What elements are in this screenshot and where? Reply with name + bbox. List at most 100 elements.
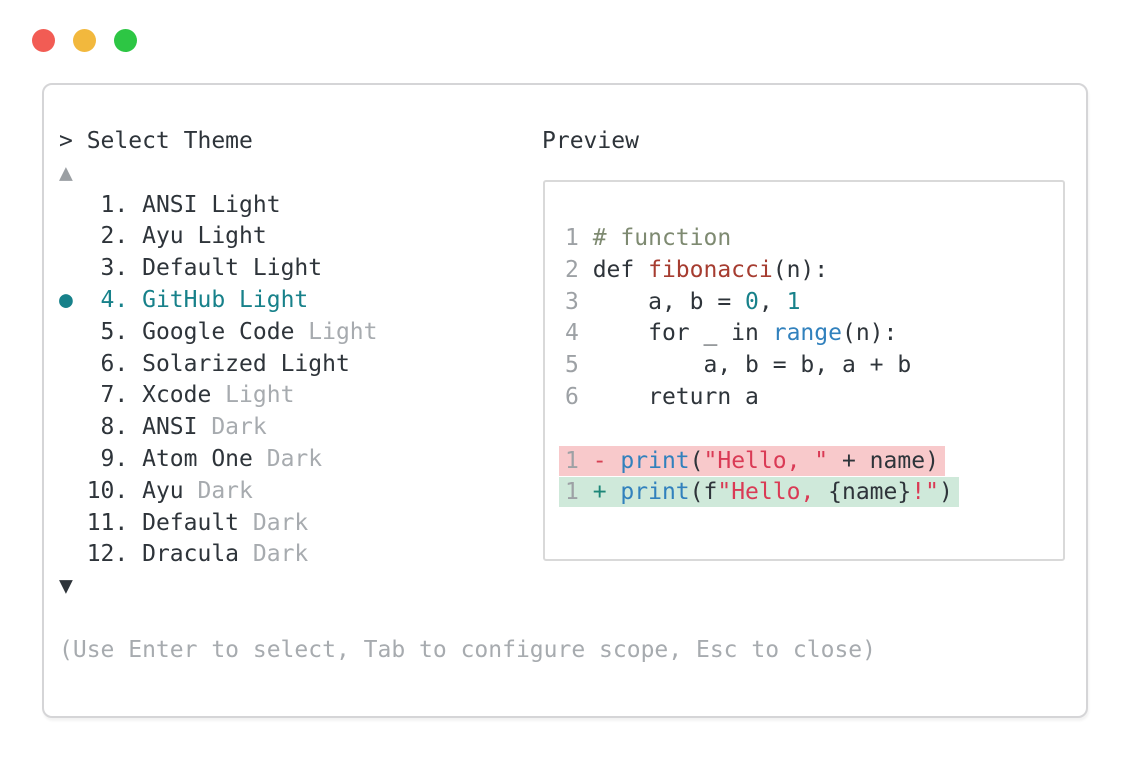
theme-option-label: 1. ANSI Light <box>86 191 281 218</box>
code-token: 0 <box>745 288 759 315</box>
code-token: + <box>592 479 621 506</box>
theme-list: 1. ANSI Light 2. Ayu Light 3. Default Li… <box>59 190 876 572</box>
line-number: 3 <box>565 288 593 315</box>
diff-removed-highlight: 1 - print("Hello, " + name) <box>559 445 945 476</box>
code-token: ( <box>689 447 704 474</box>
theme-variant-label: Dark <box>239 509 309 536</box>
theme-option-label: 11. Default <box>86 509 240 536</box>
theme-variant-label: Light <box>294 318 378 345</box>
theme-option-8[interactable]: 8. ANSI Dark <box>59 412 876 444</box>
line-number: 5 <box>565 352 593 379</box>
code-token: print <box>620 479 690 506</box>
theme-option-12[interactable]: 12. Dracula Dark <box>59 539 876 571</box>
theme-variant-label: Dark <box>183 477 253 504</box>
theme-option-7[interactable]: 7. Xcode Light <box>59 380 876 412</box>
code-token: for _ in <box>592 320 773 347</box>
theme-option-11[interactable]: 11. Default Dark <box>59 508 876 540</box>
code-token: def <box>592 256 649 283</box>
zoom-button[interactable] <box>114 29 137 52</box>
preview-label: Preview <box>542 128 639 154</box>
selected-indicator-icon: ● <box>59 286 87 313</box>
scroll-up-icon[interactable]: ▲ <box>59 159 73 186</box>
code-token: # function <box>592 225 732 251</box>
theme-option-label: 9. Atom One <box>86 445 253 472</box>
prompt: > Select Theme <box>59 128 253 154</box>
code-token: + name) <box>828 447 939 474</box>
theme-option-1[interactable]: 1. ANSI Light <box>59 190 876 222</box>
line-number: 2 <box>565 256 593 283</box>
code-line: 3 a, b = 0, 1 <box>565 287 959 319</box>
theme-option-label: 10. Ayu <box>86 477 184 504</box>
marker-space <box>59 414 87 440</box>
code-line: 6 return a <box>565 382 959 414</box>
scroll-down-icon[interactable]: ▼ <box>59 573 73 600</box>
code-token: (n): <box>841 320 898 347</box>
theme-variant-label: Dark <box>239 541 309 568</box>
code-token: (n): <box>772 256 829 283</box>
terminal-content: > Select Theme ▲ 1. ANSI Light 2. Ayu Li… <box>59 126 876 667</box>
code-token: return a <box>592 383 759 410</box>
marker-space <box>59 192 87 218</box>
code-token: - <box>592 447 621 474</box>
marker-space <box>59 446 87 472</box>
theme-variant-label: Dark <box>197 414 267 441</box>
code-token: print <box>620 447 690 474</box>
marker-space <box>59 541 87 567</box>
theme-option-3[interactable]: 3. Default Light <box>59 253 876 285</box>
code-token: "Hello, " <box>703 447 829 474</box>
diff-removed-line: 1 - print("Hello, " + name) <box>559 445 959 478</box>
theme-option-2[interactable]: 2. Ayu Light <box>59 221 876 253</box>
code-line: 5 a, b = b, a + b <box>565 350 959 382</box>
code-token: !" <box>911 479 939 506</box>
theme-option-label: 5. Google Code <box>86 318 295 345</box>
code-line: 1 # function <box>565 223 959 255</box>
theme-option-6[interactable]: 6. Solarized Light <box>59 349 876 381</box>
code-token: ) <box>938 479 953 506</box>
line-number: 1 <box>565 225 593 251</box>
code-token: (f <box>689 479 718 506</box>
diff-added-highlight: 1 + print(f"Hello, {name}!") <box>559 477 959 508</box>
window-controls <box>32 29 137 52</box>
marker-space <box>59 319 87 345</box>
code-line: 2 def fibonacci(n): <box>565 255 959 287</box>
code-line: 4 for _ in range(n): <box>565 318 959 350</box>
theme-option-label: 7. Xcode <box>86 382 212 409</box>
theme-option-label: 2. Ayu Light <box>86 223 267 250</box>
marker-space <box>59 223 87 249</box>
code-token: , <box>758 288 787 315</box>
theme-option-label: 3. Default Light <box>86 255 323 282</box>
theme-picker-window: > Select Theme ▲ 1. ANSI Light 2. Ayu Li… <box>42 83 1088 718</box>
theme-option-label: 4. GitHub Light <box>86 286 309 313</box>
code-token: a, b = b, a + b <box>592 352 912 379</box>
theme-option-label: 6. Solarized Light <box>86 350 350 377</box>
theme-option-4[interactable]: ● 4. GitHub Light <box>59 285 876 317</box>
code-token: "Hello, <box>717 479 829 506</box>
marker-space <box>59 351 87 377</box>
theme-option-label: 12. Dracula <box>86 541 240 568</box>
marker-space <box>59 382 87 408</box>
line-number: 1 <box>565 479 593 506</box>
diff-added-line: 1 + print(f"Hello, {name}!") <box>559 477 959 509</box>
code-token: 1 <box>786 288 801 315</box>
theme-option-9[interactable]: 9. Atom One Dark <box>59 444 876 476</box>
theme-option-5[interactable]: 5. Google Code Light <box>59 317 876 349</box>
theme-option-label: 8. ANSI <box>86 414 198 441</box>
theme-variant-label: Light <box>211 382 295 409</box>
spacer-line <box>59 603 876 635</box>
marker-space <box>59 478 87 504</box>
minimize-button[interactable] <box>73 29 96 52</box>
line-number: 4 <box>565 320 593 347</box>
code-token: a, b = <box>592 288 746 315</box>
marker-space <box>59 510 87 536</box>
theme-option-10[interactable]: 10. Ayu Dark <box>59 476 876 508</box>
line-number: 1 <box>565 447 593 474</box>
line-number: 6 <box>565 383 593 410</box>
blank-line <box>565 414 959 446</box>
theme-variant-label: Dark <box>252 445 323 472</box>
code-token: fibonacci <box>648 256 773 283</box>
code-token: range <box>772 320 842 347</box>
footer-hint: (Use Enter to select, Tab to configure s… <box>59 636 876 663</box>
close-button[interactable] <box>32 29 55 52</box>
